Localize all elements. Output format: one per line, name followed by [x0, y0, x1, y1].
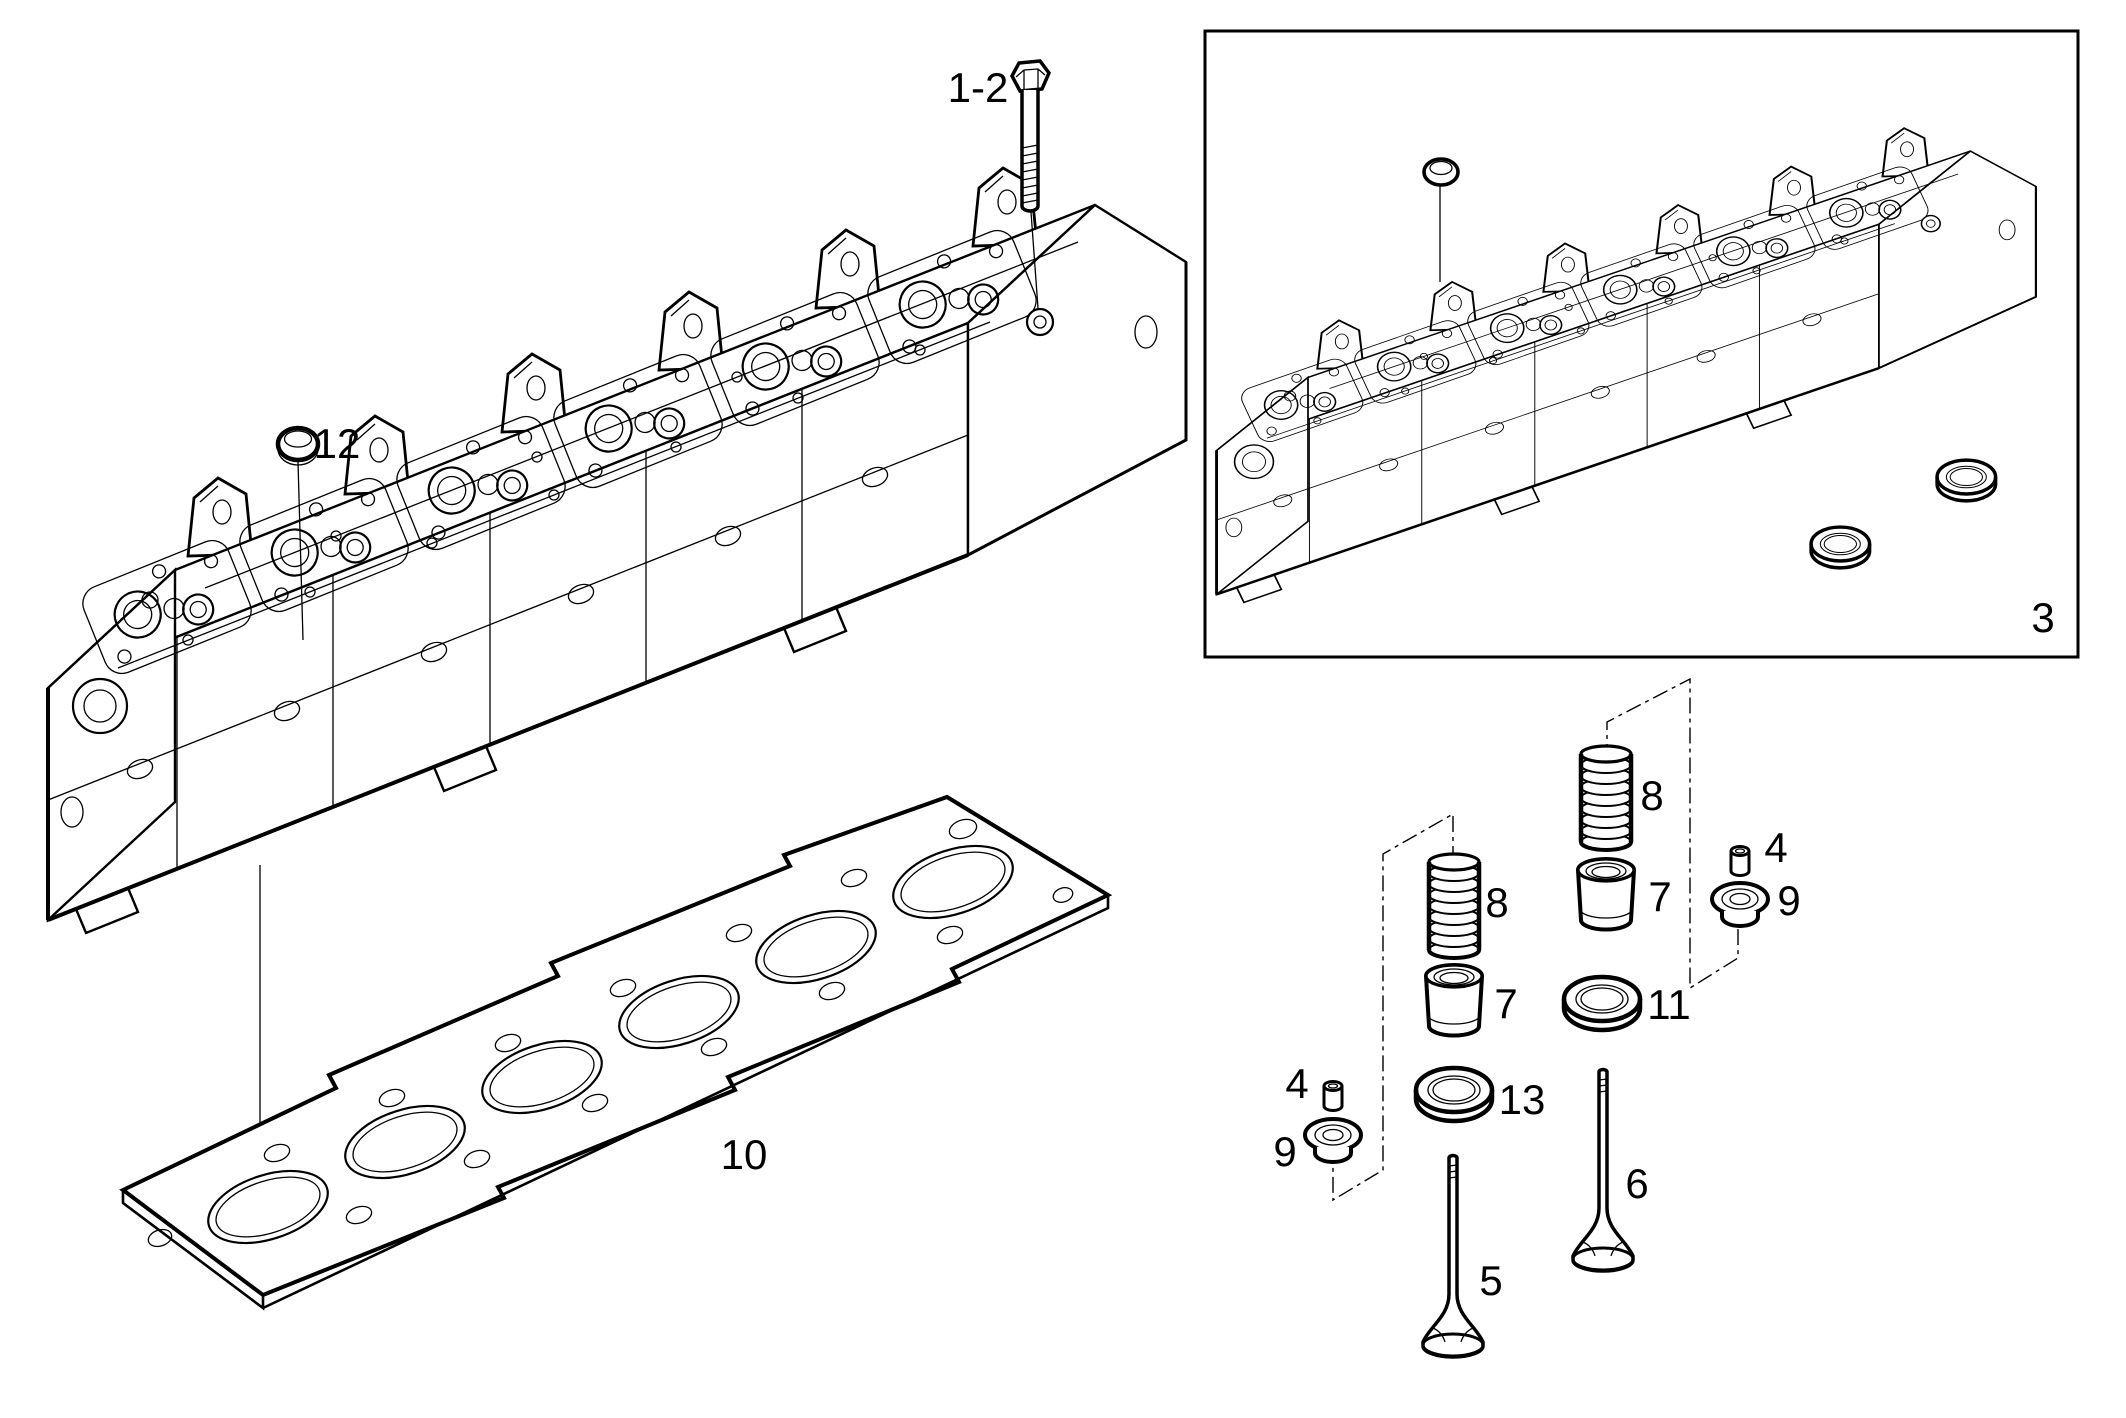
valve-spring-right	[1581, 746, 1631, 850]
callout-cup-plug: 12	[314, 420, 361, 467]
assembled-head-inset	[1203, 29, 2080, 659]
spring-seat-left	[1303, 1117, 1363, 1164]
callout-cap-right: 4	[1764, 824, 1787, 871]
spring-seat-right	[1710, 881, 1770, 928]
intake-valve-drawing	[1421, 1153, 1485, 1359]
inset-seal-ring-lower	[1809, 525, 1872, 570]
gasket-bores	[207, 844, 1014, 1245]
callout-retainer-left: 7	[1494, 980, 1517, 1027]
callout-cap-left: 4	[1285, 1060, 1308, 1107]
valve-cap-right	[1729, 845, 1751, 877]
construction-line-left-group	[1332, 812, 1454, 1202]
head-gasket-drawing	[119, 794, 1113, 1311]
callout-spring-seat-right: 9	[1777, 877, 1800, 924]
inset-frame	[1203, 29, 2080, 659]
callout-seat-ring-13: 13	[1499, 1076, 1546, 1123]
callout-retainer-right: 7	[1648, 873, 1671, 920]
cylinder-head-drawing	[48, 168, 1186, 933]
callout-head-bolt: 1-2	[948, 64, 1009, 111]
valve-spring-left	[1429, 854, 1479, 958]
inset-seal-ring-upper	[1935, 458, 1998, 503]
spring-retainer-right	[1576, 857, 1636, 932]
valve-seat-ring-13	[1416, 1068, 1492, 1121]
callout-seat-ring-11: 11	[1647, 981, 1691, 1028]
callout-head-gasket: 10	[721, 1131, 768, 1178]
callout-intake-valve: 5	[1479, 1257, 1502, 1304]
head-bolt-drawing	[1010, 59, 1052, 309]
valve-seat-ring-11	[1564, 977, 1640, 1030]
cup-plug-drawing	[275, 425, 321, 641]
construction-line-right-group	[1606, 677, 1739, 990]
callout-spring-right: 8	[1640, 772, 1663, 819]
exhaust-valve-drawing	[1571, 1067, 1635, 1273]
callout-spring-seat-left: 9	[1273, 1128, 1296, 1175]
callout-assembled-head: 3	[2031, 594, 2054, 641]
valve-cap-left	[1322, 1080, 1344, 1112]
spring-retainer-left	[1424, 963, 1484, 1038]
gasket-bolt-holes	[147, 818, 1074, 1248]
inset-cup-plug-drawing	[1422, 157, 1460, 282]
assembled-head-drawing	[1217, 128, 2036, 602]
callout-exhaust-valve: 6	[1625, 1160, 1648, 1207]
callout-spring-left: 8	[1485, 879, 1508, 926]
